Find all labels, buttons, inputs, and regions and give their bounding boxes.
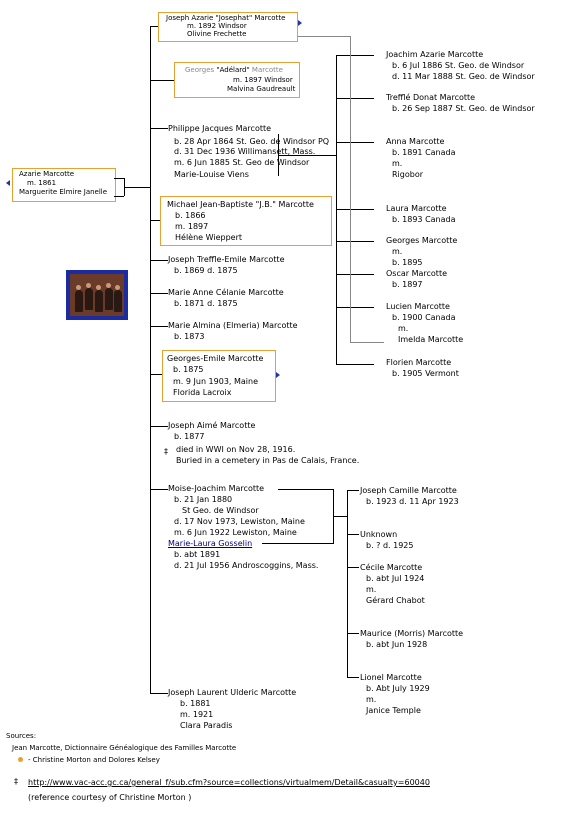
child-treffle-name: Joseph Treffle-Emile Marcotte: [168, 255, 285, 264]
child-josephat-box[interactable]: Joseph Azarie "Josephat" Marcotte m. 189…: [158, 12, 298, 42]
dagger-icon: ‡: [164, 447, 168, 456]
grandchild-joachim-name: Joachim Azarie Marcotte: [386, 50, 484, 59]
child-name: Joseph Azarie "Josephat" Marcotte: [166, 14, 286, 22]
josephat-expand-arrow[interactable]: [298, 20, 302, 26]
grandchild-camille-name: Joseph Camille Marcotte: [360, 486, 457, 495]
child-name: Michael Jean-Baptiste "J.B." Marcotte: [167, 200, 314, 209]
source-item: Jean Marcotte, Dictionnaire Généalogique…: [12, 744, 237, 752]
sources-heading: Sources:: [6, 732, 37, 740]
bullet-icon: [18, 757, 23, 762]
child-name: Georges "Adélard" Marcotte: [185, 66, 283, 74]
grandchild-anna-name: Anna Marcotte: [386, 137, 445, 146]
grandchild-unknown-name: Unknown: [360, 530, 398, 539]
child-aime-name: Joseph Aimé Marcotte: [168, 421, 256, 430]
source-url-link[interactable]: http://www.vac-acc.gc.ca/general_f/sub.c…: [28, 778, 430, 787]
grandchild-florien-name: Florien Marcotte: [386, 358, 452, 367]
child-almina-name: Marie Almina (Elmeria) Marcotte: [168, 321, 298, 330]
grandchild-treffle-donat-name: Trefflé Donat Marcotte: [386, 93, 476, 102]
child-jb-box[interactable]: Michael Jean-Baptiste "J.B." Marcotte b.…: [160, 196, 332, 246]
ancestor-link: [124, 187, 150, 188]
dagger-icon: ‡: [14, 777, 18, 786]
spouse-marie-laura-link[interactable]: Marie-Laura Gosselin: [168, 539, 253, 548]
moise-children-trunk: [347, 490, 348, 678]
child-celanie-name: Marie Anne Célanie Marcotte: [168, 288, 284, 297]
grandchild-cecile-name: Cécile Marcotte: [360, 563, 423, 572]
reference-note: (reference courtesy of Christine Morton …: [28, 793, 192, 802]
children-trunk: [150, 26, 151, 694]
child-philippe-name: Philippe Jacques Marcotte: [168, 124, 272, 133]
grandchild-georges-name: Georges Marcotte: [386, 236, 458, 245]
child-laurent-name: Joseph Laurent Ulderic Marcotte: [168, 688, 297, 697]
ancestor-name: Azarie Marcotte: [19, 170, 75, 178]
grandchild-laura-name: Laura Marcotte: [386, 204, 447, 213]
ancestor-spouse: Marguerite Elmire Janelle: [19, 188, 108, 196]
ancestor-marriage: m. 1861: [27, 179, 57, 187]
grandchild-maurice-name: Maurice (Morris) Marcotte: [360, 629, 464, 638]
ancestor-box[interactable]: Azarie Marcotte m. 1861 Marguerite Elmir…: [12, 168, 116, 202]
child-georges-emile-box[interactable]: Georges-Emile Marcotte b. 1875 m. 9 Jun …: [162, 350, 276, 402]
georges-emile-expand-arrow[interactable]: [276, 372, 280, 378]
child-moise-name: Moise-Joachim Marcotte: [168, 484, 265, 493]
philippe-children-trunk: [336, 55, 337, 365]
child-adelard-box[interactable]: Georges "Adélard" Marcotte m. 1897 Winds…: [174, 62, 300, 98]
grandchild-lucien-name: Lucien Marcotte: [386, 302, 450, 311]
ancestor-parent-arrow[interactable]: [6, 180, 10, 186]
grandchild-oscar-name: Oscar Marcotte: [386, 269, 448, 278]
source-item: - Christine Morton and Dolores Kelsey: [28, 756, 160, 764]
family-photo[interactable]: [66, 270, 128, 320]
child-name: Georges-Emile Marcotte: [167, 354, 264, 363]
grandchild-lionel-name: Lionel Marcotte: [360, 673, 422, 682]
